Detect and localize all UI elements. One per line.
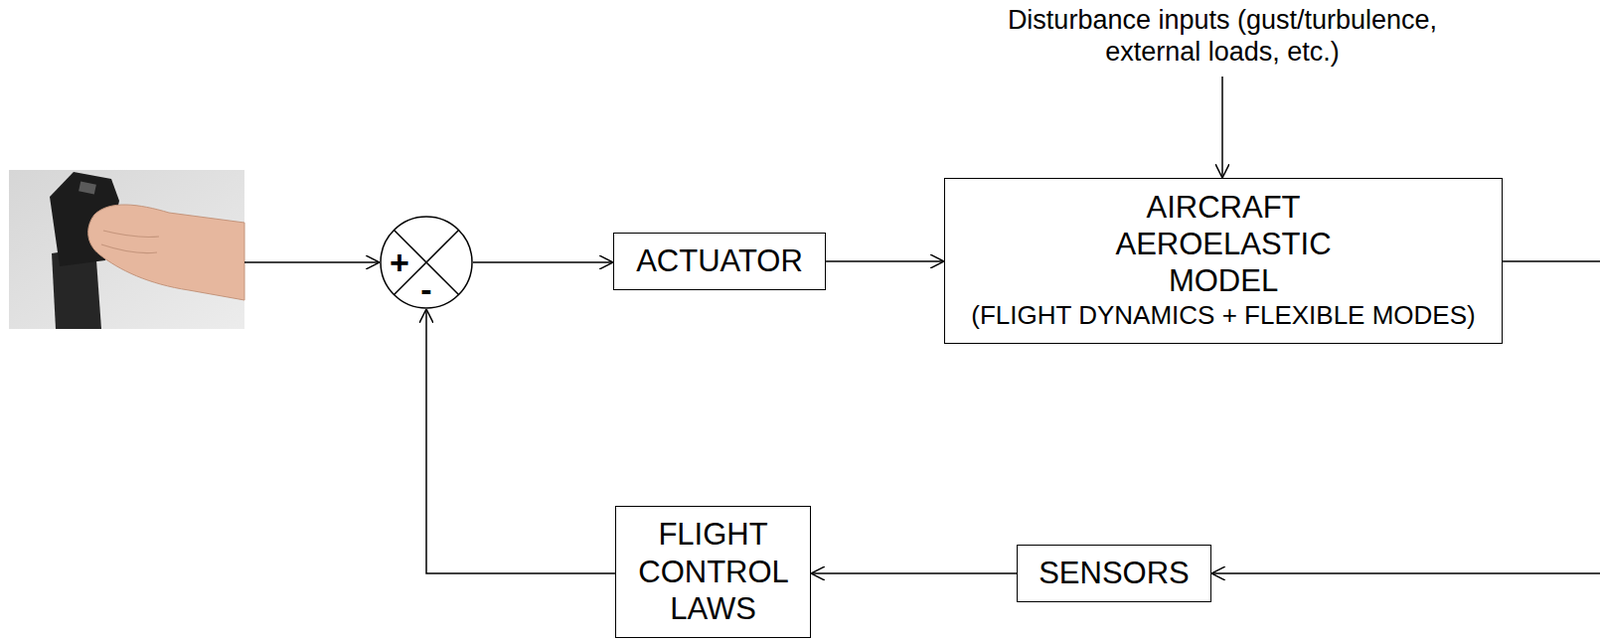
- process-box: FLIGHT CONTROL LAWS: [615, 505, 811, 639]
- sign-symbol: +: [389, 245, 410, 280]
- signal-arrow: [810, 572, 1017, 575]
- process-box: ACTUATOR: [613, 232, 826, 291]
- signal-arrow: [473, 261, 614, 264]
- box-content: FLIGHT CONTROL LAWS: [638, 515, 788, 629]
- disturbance-arrow: [1221, 76, 1224, 178]
- line-spacer: [1346, 35, 1461, 65]
- stick-button: [78, 180, 97, 194]
- signal-arrow: [426, 309, 616, 574]
- joystick-photo: [8, 169, 245, 329]
- box-title: FLIGHT CONTROL LAWS: [638, 515, 788, 629]
- signal-arrow: [825, 260, 945, 263]
- junction-circle: [380, 216, 473, 309]
- sign-symbol: -: [420, 272, 432, 307]
- line-spacer: [983, 35, 1099, 65]
- photo-background: [8, 169, 245, 329]
- box-title: ACTUATOR: [636, 242, 803, 280]
- process-box: SENSORS: [1016, 544, 1212, 603]
- disturbance-label: Disturbance inputs (gust/turbulence, ext…: [983, 3, 1461, 68]
- finger-lines: [101, 230, 160, 254]
- box-content: SENSORS: [1038, 554, 1190, 592]
- pilot-input-arrow: [244, 261, 380, 264]
- box-subtitle: (FLIGHT DYNAMICS + FLEXIBLE MODES): [970, 299, 1475, 333]
- box-content: AIRCRAFT AEROELASTIC MODEL(FLIGHT DYNAMI…: [970, 188, 1475, 333]
- box-content: ACTUATOR: [636, 242, 803, 280]
- summing-junction: +-: [379, 215, 474, 310]
- hand: [88, 204, 245, 301]
- box-title: AIRCRAFT AEROELASTIC MODEL: [1115, 188, 1331, 301]
- process-box: AIRCRAFT AEROELASTIC MODEL(FLIGHT DYNAMI…: [944, 177, 1503, 344]
- box-title: SENSORS: [1038, 554, 1190, 592]
